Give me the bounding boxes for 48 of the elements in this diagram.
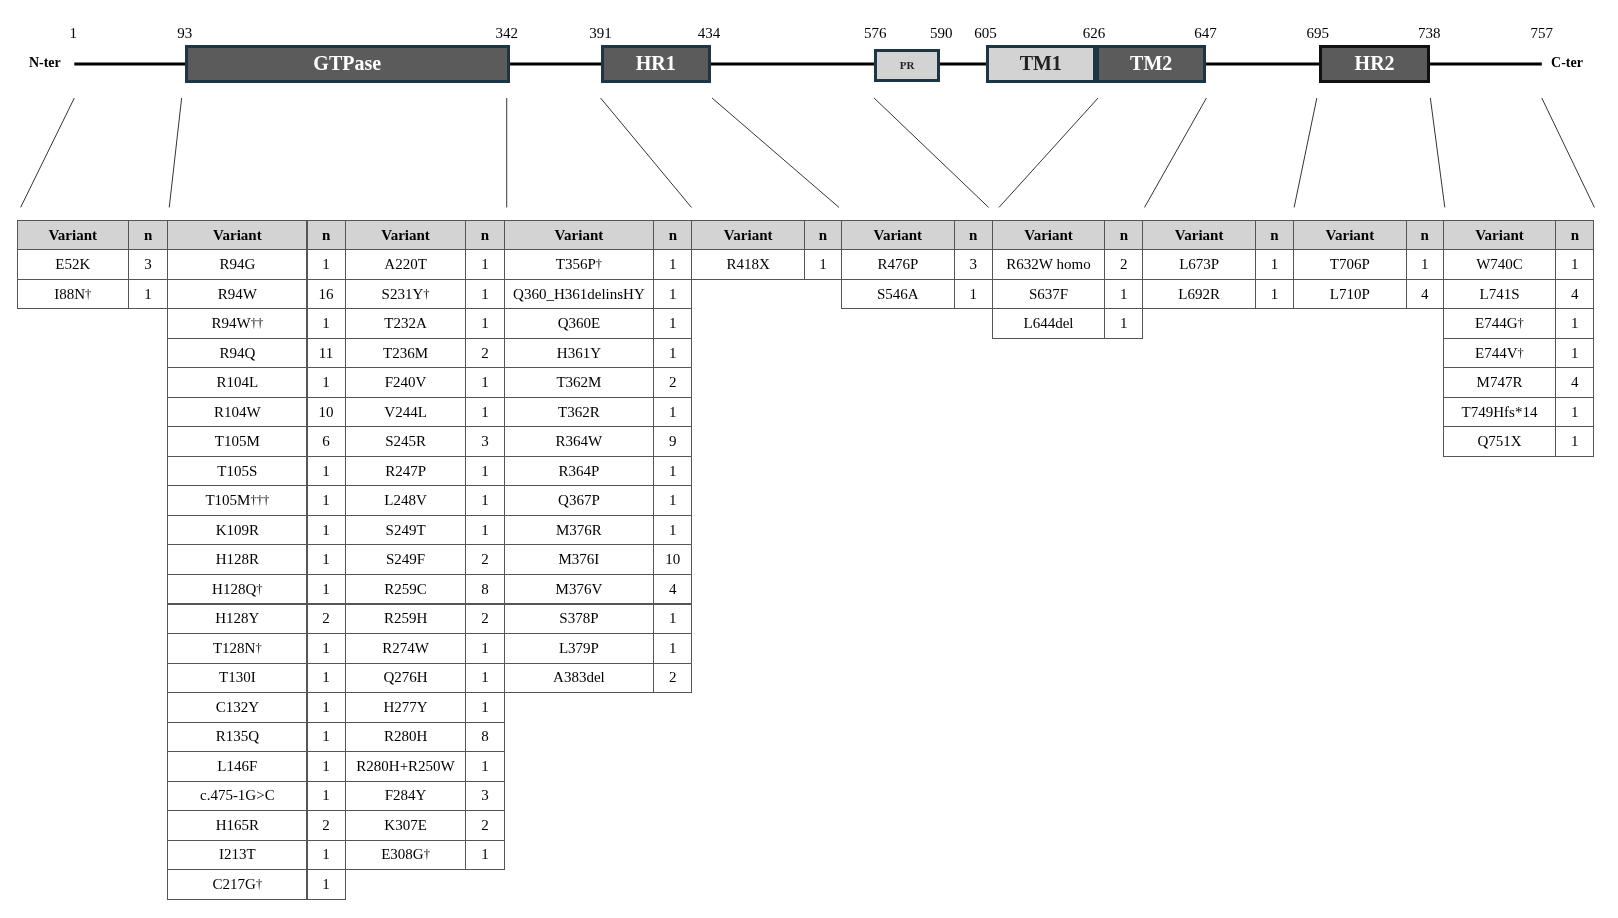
column-header: Variant xyxy=(1442,219,1557,251)
case-count: 1 xyxy=(1104,308,1144,339)
column-header: Variant xyxy=(503,219,655,251)
variant-name: H128R xyxy=(167,544,308,575)
protein-domain: TM1 xyxy=(985,45,1096,83)
column-header: Variant xyxy=(1293,219,1407,251)
protein-domain: HR2 xyxy=(1318,45,1431,83)
position-number: 342 xyxy=(495,24,518,42)
case-count: 4 xyxy=(653,574,693,605)
column-header: n xyxy=(465,219,505,251)
position-number: 1 xyxy=(69,24,77,42)
variant-name: L644del xyxy=(991,308,1106,339)
position-number: 647 xyxy=(1194,24,1217,42)
column-header: Variant xyxy=(344,219,467,251)
protein-domain: GTPase xyxy=(184,45,510,83)
position-number: 93 xyxy=(177,24,193,42)
column-header: Variant xyxy=(1142,219,1256,251)
variant-name: Q751X xyxy=(1442,426,1557,457)
position-number: 626 xyxy=(1082,24,1106,42)
protein-domain: PR xyxy=(874,48,941,82)
position-number: 605 xyxy=(974,24,997,42)
position-number: 590 xyxy=(929,24,953,42)
case-count: 2 xyxy=(653,662,693,694)
variant-name: T105M xyxy=(167,426,308,457)
column-header: Variant xyxy=(167,219,308,251)
variant-name: S546A xyxy=(841,278,955,310)
variant-name: L146F xyxy=(167,751,308,782)
case-count: 1 xyxy=(465,839,505,871)
terminus-label: C-ter xyxy=(1551,54,1583,71)
position-number: 695 xyxy=(1306,24,1330,42)
column-header: Variant xyxy=(991,219,1106,251)
column-header: Variant xyxy=(841,219,955,251)
position-number: 391 xyxy=(589,24,612,42)
position-number: 576 xyxy=(863,24,887,42)
position-number: 738 xyxy=(1418,24,1441,42)
protein-domain: HR1 xyxy=(600,45,712,83)
position-number: 434 xyxy=(697,24,721,42)
terminus-label: N-ter xyxy=(28,54,61,71)
variant-name: C132Y xyxy=(167,692,308,723)
protein-domain: TM2 xyxy=(1095,45,1207,83)
column-header: Variant xyxy=(691,219,805,251)
case-count: 1 xyxy=(306,869,346,900)
position-number: 757 xyxy=(1530,24,1554,42)
case-count: 1 xyxy=(1555,426,1595,457)
column-header: n xyxy=(1555,219,1595,251)
column-header: Variant xyxy=(16,219,129,251)
variant-name: R104L xyxy=(167,367,308,398)
variant-name: H165R xyxy=(167,810,308,841)
